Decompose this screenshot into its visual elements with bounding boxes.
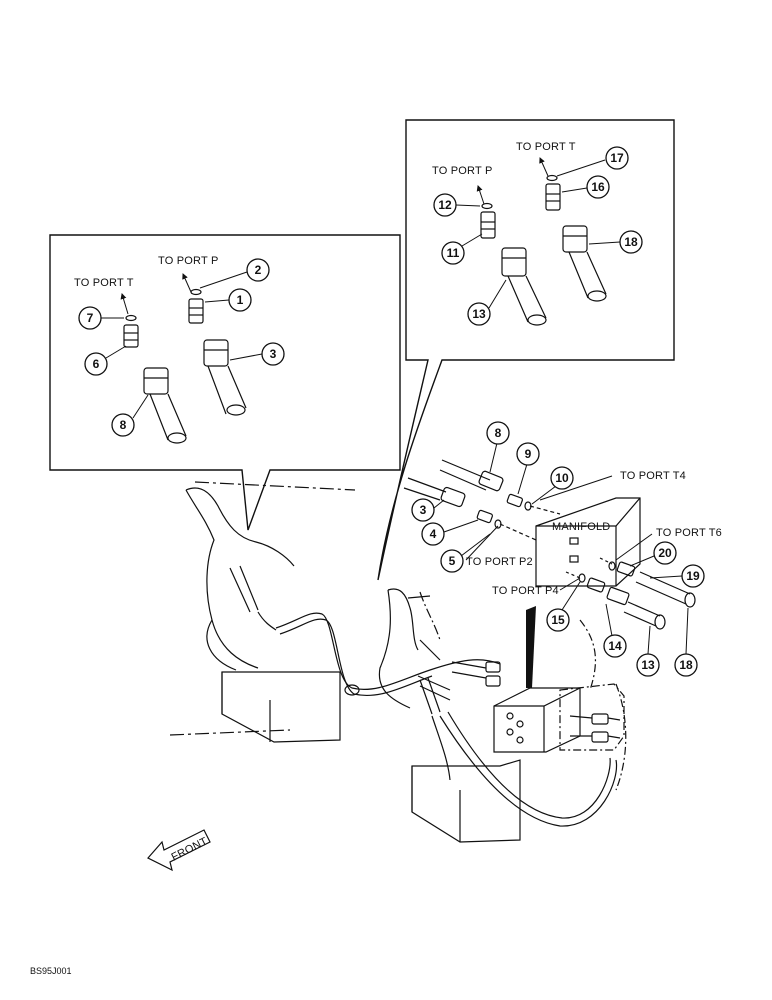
callout-left-3: 3: [229, 342, 285, 366]
callout-right-18: 18: [588, 230, 643, 254]
callout-right-12: 12: [433, 193, 481, 217]
svg-text:3: 3: [270, 347, 277, 361]
svg-text:19: 19: [686, 569, 700, 583]
front-arrow: FRONT: [147, 829, 211, 872]
figure-code: BS95J001: [30, 966, 72, 976]
left-inset: TO PORT P TO PORT T 2 1 7 6 3: [49, 234, 401, 531]
right-inset-fitting-p: [480, 202, 547, 326]
callout-left-2: 2: [199, 258, 270, 289]
callout-right-16: 16: [561, 175, 610, 199]
callout-left-6: 6: [84, 345, 127, 376]
callout-main-18: 18: [674, 607, 698, 677]
left-inset-fitting-t: [123, 314, 187, 444]
svg-text:4: 4: [430, 527, 437, 541]
svg-text:8: 8: [495, 426, 502, 440]
callout-main-10: 10: [531, 466, 574, 505]
svg-text:2: 2: [255, 263, 262, 277]
svg-text:3: 3: [420, 503, 427, 517]
to-port-p2-label: TO PORT P2: [466, 556, 533, 568]
right-inset: TO PORT T TO PORT P 17 16 12 11 18: [377, 119, 675, 581]
callout-right-11: 11: [441, 233, 483, 265]
left-to-port-p-label: TO PORT P: [158, 255, 219, 267]
svg-text:5: 5: [449, 554, 456, 568]
to-port-t4-label: TO PORT T4: [620, 470, 686, 482]
to-port-p4-label: TO PORT P4: [492, 585, 559, 597]
callout-main-15: 15: [546, 581, 581, 632]
callout-main-5: 5: [440, 533, 491, 573]
callout-right-13: 13: [467, 279, 507, 326]
callout-main-14: 14: [603, 603, 627, 658]
callout-right-17: 17: [556, 146, 629, 177]
callout-left-7: 7: [78, 306, 124, 330]
svg-text:13: 13: [641, 658, 655, 672]
callout-left-8: 8: [111, 394, 149, 437]
svg-text:11: 11: [447, 246, 460, 260]
callout-main-8: 8: [486, 421, 510, 473]
left-to-port-t-label: TO PORT T: [74, 277, 134, 289]
svg-text:15: 15: [551, 613, 565, 627]
svg-text:18: 18: [679, 658, 693, 672]
svg-text:13: 13: [472, 307, 486, 321]
svg-text:9: 9: [525, 447, 532, 461]
callout-main-13: 13: [636, 625, 660, 677]
svg-text:1: 1: [237, 293, 244, 307]
svg-text:12: 12: [438, 198, 452, 212]
right-to-port-p-label: TO PORT P: [432, 165, 493, 177]
svg-text:6: 6: [93, 357, 100, 371]
right-inset-fitting-t: [545, 174, 607, 302]
svg-text:17: 17: [610, 151, 624, 165]
manifold-label: MANIFOLD: [552, 521, 610, 533]
svg-text:14: 14: [608, 639, 622, 653]
svg-text:18: 18: [624, 235, 638, 249]
left-inset-fitting-p: [188, 288, 247, 416]
svg-text:7: 7: [87, 311, 94, 325]
svg-text:16: 16: [591, 180, 605, 194]
svg-text:8: 8: [120, 418, 127, 432]
callout-main-20: 20: [629, 541, 677, 567]
callout-main-4: 4: [421, 519, 479, 546]
callout-main-9: 9: [516, 442, 540, 495]
to-port-t6-label: TO PORT T6: [656, 527, 722, 539]
callout-left-1: 1: [204, 288, 252, 312]
callout-main-19: 19: [649, 564, 705, 588]
main-assembly: [169, 459, 696, 843]
svg-text:10: 10: [555, 471, 569, 485]
svg-text:20: 20: [658, 546, 672, 560]
callout-main-3: 3: [411, 498, 445, 522]
right-to-port-t-label: TO PORT T: [516, 141, 576, 153]
